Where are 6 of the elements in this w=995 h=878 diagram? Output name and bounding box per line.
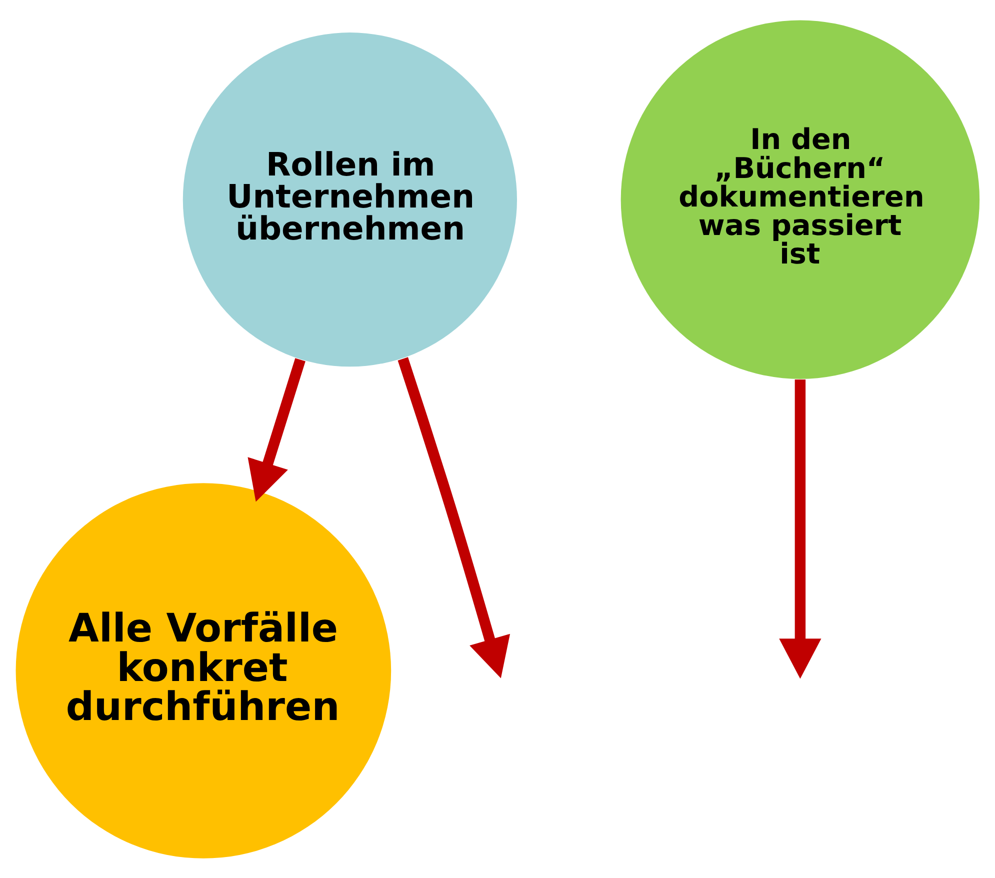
node-circle: Alle Vorfälle konkret durchführen xyxy=(16,482,392,858)
node-circle: Rollen im Unternehmen übernehmen xyxy=(182,32,517,366)
arrow xyxy=(248,358,306,502)
node-circle: In den „Büchern“ dokumentieren was passiert ist xyxy=(620,20,980,378)
arrow xyxy=(779,379,822,678)
arrow xyxy=(398,356,510,678)
